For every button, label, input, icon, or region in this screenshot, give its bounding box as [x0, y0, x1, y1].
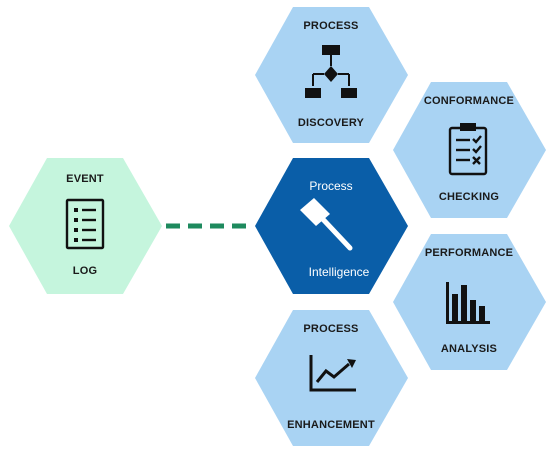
process-discovery-title: PROCESS: [303, 20, 359, 32]
process-enhancement-title: PROCESS: [303, 323, 359, 335]
performance-analysis-title: PERFORMANCE: [424, 247, 514, 259]
event-log-title: EVENT: [66, 173, 104, 185]
bar-chart-icon: [446, 282, 490, 324]
process-enhancement-subtitle: ENHANCEMENT: [287, 419, 375, 431]
process-enhancement-hexagon: [255, 310, 408, 446]
conformance-checking-subtitle: CHECKING: [438, 191, 500, 203]
flowchart-icon: [305, 45, 357, 98]
performance-analysis-hexagon: [393, 234, 546, 370]
trend-chart-icon: [309, 355, 356, 392]
process-intelligence-title: Process: [309, 179, 353, 193]
clipboard-checklist-icon: [448, 123, 488, 176]
process-discovery-subtitle: DISCOVERY: [297, 117, 365, 129]
document-list-icon: [65, 198, 105, 250]
event-log-subtitle: LOG: [72, 265, 98, 277]
event-log-hexagon: [9, 158, 162, 294]
performance-analysis-subtitle: ANALYSIS: [440, 343, 498, 355]
process-intelligence-subtitle: Intelligence: [308, 265, 370, 279]
hammer-icon: [300, 198, 353, 251]
conformance-checking-title: CONFORMANCE: [423, 95, 515, 107]
